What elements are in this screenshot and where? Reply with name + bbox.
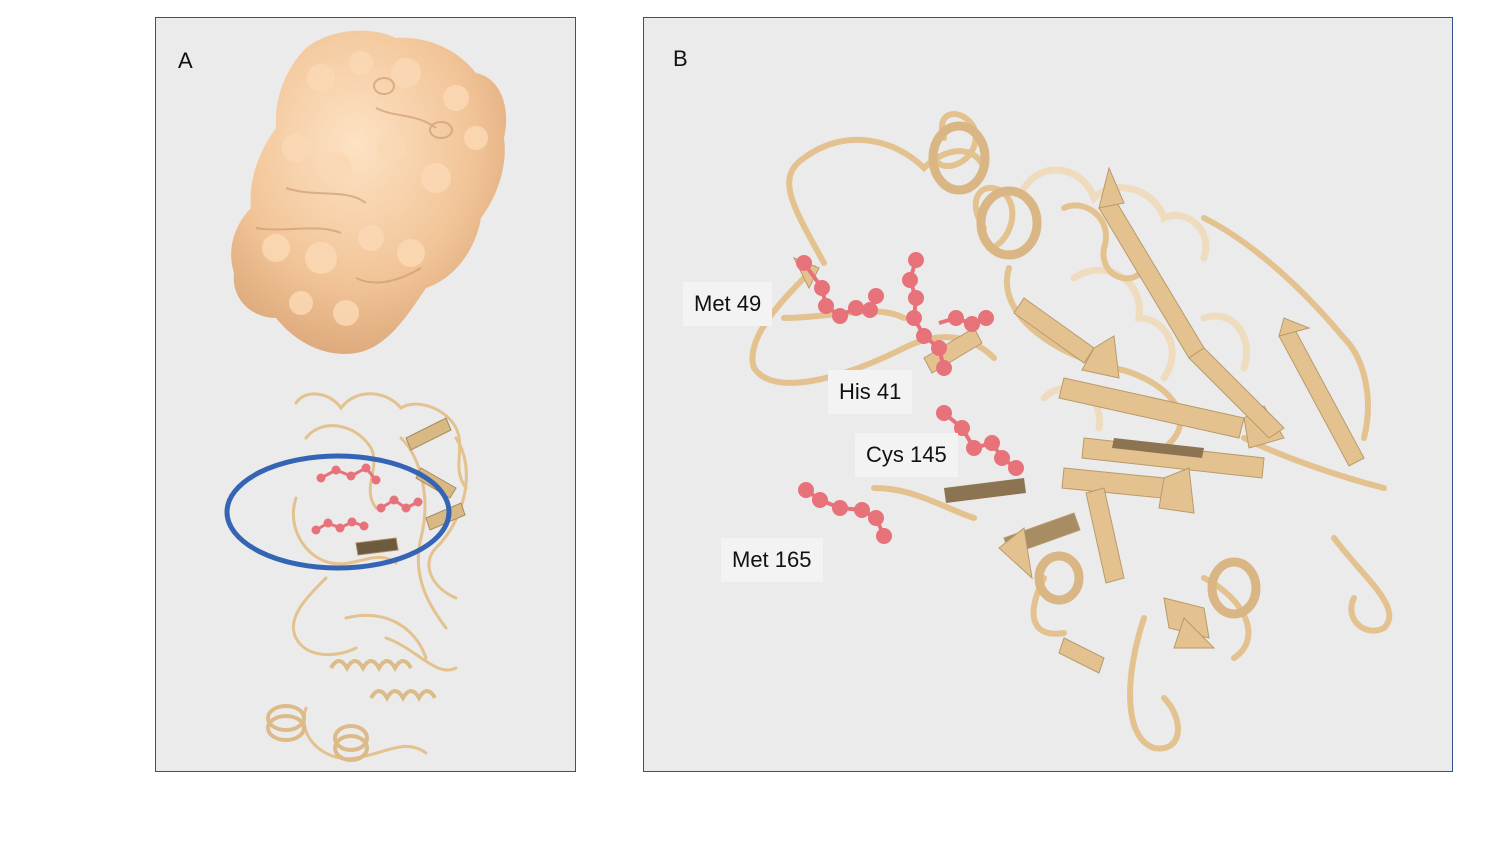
protein-surface-icon	[231, 30, 507, 354]
beta-strand-icon	[792, 166, 1365, 674]
helix-icon	[266, 659, 437, 762]
beta-strand-dark-icon	[944, 438, 1204, 503]
active-site-highlight-ellipse	[224, 453, 452, 571]
active-site-residues-icon	[311, 463, 423, 535]
panel-b-illustration	[749, 111, 1393, 752]
residue-sticks-icon	[796, 252, 1024, 544]
helix-icon	[928, 121, 1261, 619]
panel-a-letter: A	[178, 48, 193, 73]
protein-ribbon-icon	[291, 392, 468, 761]
panel-a-illustration	[224, 30, 507, 762]
background-ribbon-icon	[1020, 166, 1251, 432]
label-met-49: Met 49	[683, 282, 773, 326]
panel-b: B Met 49 His 41 Cys 145 Met 165	[643, 17, 1453, 772]
label-cys-145: Cys 145	[855, 433, 958, 477]
label-his-41: His 41	[828, 370, 913, 414]
panel-a: A	[155, 17, 576, 772]
label-met-165: Met 165	[721, 538, 823, 582]
panel-b-letter: B	[673, 46, 688, 71]
